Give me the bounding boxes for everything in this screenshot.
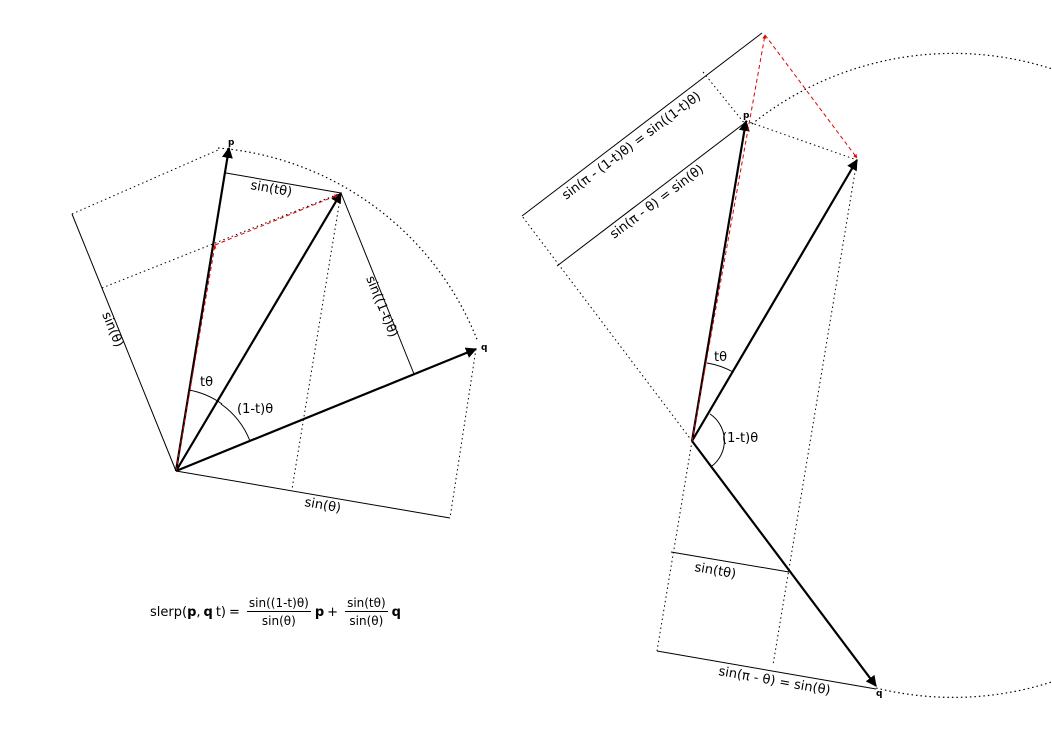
left-vector-p (174, 146, 233, 472)
formula-equals: = (229, 604, 240, 620)
left-dot-top (71, 149, 219, 215)
right-dot-upper2 (745, 120, 858, 161)
left-red-parallel-q (214, 194, 339, 246)
left-label-sin-theta-base: sin(θ) (303, 495, 342, 516)
right-line-outer (521, 32, 763, 217)
right-label-angle-t: tθ (714, 350, 727, 365)
formula-fraction-1: sin((1-t)θ) sin(θ) (246, 596, 311, 628)
formula-p: p (187, 604, 197, 620)
left-label-p: p (228, 138, 235, 148)
left-red-along-p (175, 244, 217, 472)
left-label-sin-theta-side: sin(θ) (98, 310, 126, 350)
slerp-formula: slerp( p , q t) = sin((1-t)θ) sin(θ) p +… (150, 596, 401, 628)
formula-frac1-denominator: sin(θ) (261, 614, 296, 628)
left-vector-q (175, 347, 478, 473)
right-vector-p (690, 119, 750, 442)
right-diagram: p q tθ (1-t)θ sin(π - (1-t)θ) = sin((1-t… (521, 32, 1052, 699)
formula-q: q (203, 604, 213, 620)
right-line-sin-t (670, 551, 790, 573)
left-label-sin-1t: sin((1-t)θ) (362, 274, 400, 340)
right-line-inner (556, 121, 747, 267)
formula-p-coef: p (314, 604, 325, 620)
left-angle-arc-1t (220, 403, 251, 442)
right-label-p: p (743, 111, 750, 121)
left-dot-vert2 (449, 348, 477, 519)
left-side-sin-theta (71, 213, 177, 472)
left-vector-interp (175, 192, 342, 472)
formula-q-coef: q (391, 604, 401, 620)
formula-frac2-numerator: sin(tθ) (345, 596, 388, 612)
right-vector-q (691, 440, 877, 687)
right-label-angle-1t: (1-t)θ (722, 431, 758, 446)
right-dot-upper1 (702, 71, 746, 125)
left-angle-arc-t (188, 389, 223, 405)
left-dot-mid (101, 192, 342, 289)
left-label-q: q (481, 343, 487, 353)
left-base-sin-theta (175, 470, 451, 519)
left-perp-sin-t (225, 172, 342, 194)
right-label-bottom: sin(π - θ) = sin(θ) (717, 664, 831, 698)
left-label-angle-1t: (1-t)θ (237, 402, 273, 417)
right-label-inner: sin(π - θ) = sin(θ) (607, 162, 707, 242)
formula-frac1-numerator: sin((1-t)θ) (246, 596, 311, 612)
right-red-along-p (691, 34, 767, 442)
right-label-sin-t: sin(tθ) (693, 560, 737, 582)
formula-plus: + (327, 604, 339, 620)
right-label-q: q (876, 689, 882, 699)
formula-t: t) (215, 604, 226, 620)
right-dot-radial-upleft (521, 215, 693, 442)
left-label-sin-t: sin(tθ) (249, 178, 293, 200)
left-dot-vert1 (291, 192, 342, 490)
left-unit-arc (217, 147, 479, 343)
formula-comma: , (196, 604, 201, 620)
right-angle-arc-t (706, 362, 734, 373)
formula-frac2-denominator: sin(θ) (349, 614, 384, 628)
formula-lhs-prefix: slerp( (150, 604, 188, 620)
right-angle-arc-1t (709, 413, 725, 467)
right-dot-down-left (656, 440, 693, 652)
formula-fraction-2: sin(tθ) sin(θ) (345, 596, 388, 628)
right-line-bottom (656, 650, 877, 690)
left-label-angle-t: tθ (200, 375, 213, 390)
left-diagram: p q tθ (1-t)θ sin(tθ) sin((1-t)θ) sin(θ)… (71, 138, 487, 519)
right-red-to-interp (764, 34, 858, 159)
left-perp-sin-1t (340, 192, 415, 375)
right-vector-interp (691, 159, 858, 442)
right-unit-arc (751, 52, 1052, 698)
right-dot-down-mid (772, 159, 858, 666)
